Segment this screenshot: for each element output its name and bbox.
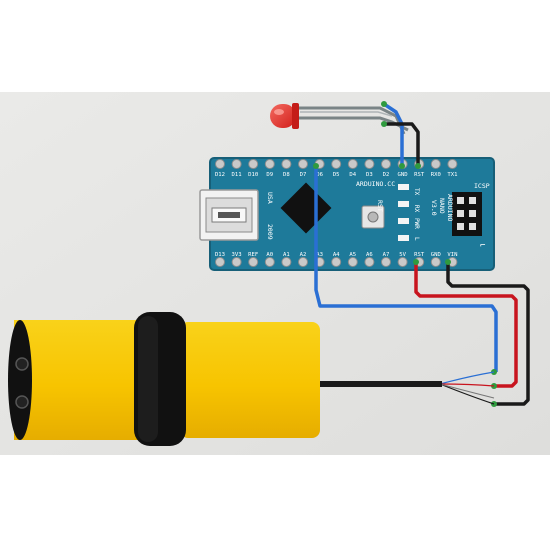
pin-label-gnd: GND — [398, 172, 409, 178]
pin-pad-top-3 — [264, 159, 275, 169]
endpoint-marker — [415, 163, 421, 169]
pin-label-d11: D11 — [232, 172, 242, 178]
sensor-lens-bottom — [15, 395, 29, 409]
pin-pad-top-4 — [281, 159, 292, 169]
pin-label-d8: D8 — [283, 172, 290, 178]
top-pin-row: D12 D11 D10 D9 D8 D7 D6 D5 D4 D3 D2 GND RST RX0 TX1 — [215, 159, 458, 178]
pin-pad-top-7 — [331, 159, 342, 169]
endpoint-marker — [399, 163, 405, 169]
sensor-body-right — [180, 322, 320, 438]
pin-label-rx0: RX0 — [431, 172, 441, 178]
pin-label-d10: D10 — [248, 172, 258, 178]
rst-button-label: RST — [376, 200, 384, 212]
sensor-body-left — [14, 320, 154, 440]
pin-pad-bottom-4 — [281, 257, 292, 267]
led-flange — [292, 103, 299, 129]
ground-wire — [446, 262, 530, 406]
pin-label-gnd: GND — [431, 252, 442, 258]
l-led — [398, 235, 409, 241]
usb-connector — [199, 189, 259, 241]
pin-pad-bottom-8 — [347, 257, 358, 267]
pin-label-d2: D2 — [383, 172, 390, 178]
usb-label: USA — [266, 192, 274, 204]
pin-pad-top-8 — [347, 159, 358, 169]
year-label: 2009 — [266, 224, 274, 240]
led-label-tx: TX — [413, 188, 420, 196]
pin-pad-bottom-0 — [215, 257, 225, 267]
pin-pad-top-2 — [248, 159, 259, 169]
endpoint-marker — [313, 163, 319, 169]
pin-label-a0: A0 — [266, 252, 273, 258]
pin-label-d9: D9 — [266, 172, 273, 178]
pin-pad-bottom-10 — [381, 257, 391, 267]
pin-label-a4: A4 — [333, 252, 340, 258]
model-line-1: ARDUINO — [446, 194, 454, 221]
pin-label-rst: RST — [414, 172, 425, 178]
reset-button — [361, 205, 385, 229]
rx-led — [398, 201, 409, 207]
endpoint-marker — [413, 259, 419, 265]
pin-label-d7: D7 — [300, 172, 307, 178]
cylindrical-sensor — [8, 312, 320, 446]
board-brand: ARDUINO.CC — [356, 180, 395, 188]
model-line-3: V3.0 — [430, 200, 438, 216]
led-label-rx: RX — [413, 205, 420, 213]
signal-wire-d7 — [314, 166, 498, 372]
led-anode-wire — [383, 102, 404, 166]
led-cathode-wire — [384, 122, 420, 166]
pin-label-d12: D12 — [215, 172, 225, 178]
pin-label-d6: D6 — [316, 172, 323, 178]
power-wire-5v — [414, 262, 518, 388]
pin-pad-bottom-11 — [397, 257, 408, 267]
sensor-cable — [320, 381, 442, 387]
pin-pad-bottom-7 — [331, 257, 342, 267]
pin-label-a2: A2 — [300, 252, 307, 258]
pin-label-d4: D4 — [349, 172, 356, 178]
bottom-pin-row: D13 3V3 REF A0 A1 A2 A3 A4 A5 A6 A7 5V RST GND VIN — [215, 252, 457, 267]
icsp-label: ICSP — [474, 182, 490, 190]
led-label-pwr: PWR — [413, 218, 420, 229]
pin-label-ref: REF — [248, 252, 259, 258]
pin-pad-bottom-9 — [364, 257, 375, 267]
sensor-lens-top — [15, 357, 29, 371]
pin-pad-bottom-5 — [298, 257, 308, 267]
pin-label-rst: RST — [414, 252, 425, 258]
pin-pad-top-14 — [447, 159, 458, 169]
pin-pad-top-0 — [215, 159, 225, 169]
led-label-l: L — [413, 237, 420, 241]
icsp-header — [452, 192, 482, 236]
board-pcb — [210, 158, 494, 270]
pin-label-a1: A1 — [283, 252, 290, 258]
tx-led — [398, 184, 409, 190]
sensor-face — [8, 320, 32, 440]
pin-label-a7: A7 — [383, 252, 390, 258]
pin-pad-bottom-3 — [264, 257, 275, 267]
pin-pad-bottom-1 — [231, 257, 242, 267]
pin-pad-top-9 — [364, 159, 375, 169]
pin-pad-top-13 — [430, 159, 441, 169]
pin-label-5v: 5V — [399, 252, 406, 258]
pin-label-tx1: TX1 — [447, 172, 457, 178]
pin-label-d5: D5 — [333, 172, 340, 178]
corner-mark: ⌐ — [480, 241, 485, 251]
pin-pad-top-10 — [381, 159, 391, 169]
pin-label-d3: D3 — [366, 172, 373, 178]
pin-pad-top-5 — [298, 159, 308, 169]
pin-label-a6: A6 — [366, 252, 373, 258]
pin-label-d13: D13 — [215, 252, 225, 258]
model-line-2: NANO — [438, 198, 446, 214]
pin-label-3v3: 3V3 — [232, 252, 242, 258]
pin-pad-bottom-2 — [248, 257, 259, 267]
pin-label-a5: A5 — [349, 252, 356, 258]
pwr-led — [398, 218, 409, 224]
pin-label-vin: VIN — [447, 252, 457, 258]
pin-pad-top-1 — [231, 159, 242, 169]
wiring — [313, 101, 530, 407]
endpoint-marker — [445, 259, 451, 265]
pin-pad-bottom-13 — [430, 257, 441, 267]
pin-label-a3: A3 — [316, 252, 323, 258]
